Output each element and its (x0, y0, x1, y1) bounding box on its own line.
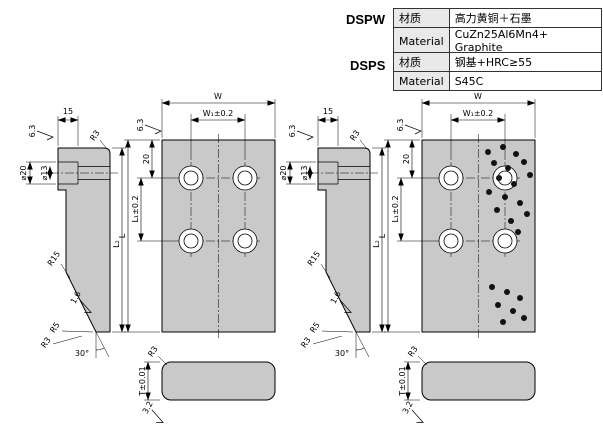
through-hole (183, 170, 199, 186)
dim-thickness-label: T±0.01 (138, 366, 147, 396)
dim-r3-bottom-label: R3 (39, 336, 52, 350)
spec-key: Material (393, 27, 450, 55)
dim-r3-top-label: R3 (88, 129, 101, 143)
spec-value: CuZn25Al6Mn4+ Graphite (448, 27, 602, 55)
front-view (161, 134, 276, 338)
dim-r3-bottomview-label: R3 (146, 345, 159, 359)
graphite-plug-dots (485, 144, 533, 325)
spec-value: S45C (448, 71, 602, 91)
dim-thickness: T±0.01 (138, 361, 160, 401)
through-hole (237, 170, 253, 186)
dim-w: W (161, 92, 276, 138)
spec-table-dspw: 材质 高力黄铜＋石墨 Material CuZn25Al6Mn4+ Graphi… (393, 8, 602, 55)
dim-r15-label: R15 (46, 250, 62, 268)
dim-l2-label: L₂ (112, 240, 121, 248)
dim-dia13: ⌀13 (40, 166, 53, 181)
dim-l-label: L (118, 233, 127, 238)
dim-r5-label: R5 (48, 321, 61, 335)
dim-r3-top: R3 (88, 129, 108, 150)
dim-top20-label: 20 (142, 154, 151, 164)
dim-angle-30: 30° (75, 331, 110, 358)
dim-dia13-label: ⌀13 (40, 166, 49, 181)
surface-finish-63-front-label: 6.3 (136, 119, 145, 132)
spec-value: 高力黄铜＋石墨 (448, 8, 602, 28)
dim-l1-label: L₁±0.2 (131, 195, 140, 222)
side-profile (57, 147, 111, 333)
dim-dia20: ⌀20 (19, 161, 56, 185)
drawing-set-dspw: 15 6.3 ⌀20 ⌀13 R3 (19, 92, 276, 423)
dim-flange-15-label: 15 (63, 107, 73, 116)
dim-flange-15: 15 (57, 107, 79, 146)
dim-w-label: W (214, 92, 222, 101)
surface-finish-63-front: 6.3 (136, 119, 162, 135)
dim-r5: R5 (48, 321, 94, 335)
drawing-set-dsps (279, 92, 535, 425)
spec-key: 材质 (393, 8, 450, 28)
dim-l1: L₁±0.2 (131, 177, 176, 242)
spec-table-dsps: 材质 钢基+HRC≥55 Material S45C (393, 52, 602, 91)
dim-w1-label: W₁±0.2 (203, 109, 234, 118)
dim-dia20-label: ⌀20 (19, 166, 28, 181)
dim-angle-30-label: 30° (75, 349, 89, 358)
dim-r3-bottom: R3 (39, 336, 83, 350)
model-label-dsps: DSPS (350, 58, 386, 73)
surface-finish-63-side: 6.3 (28, 125, 54, 141)
surface-finish-63-side-label: 6.3 (28, 125, 37, 138)
bottom-view (161, 361, 276, 401)
surface-finish-32-label: 3.2 (141, 400, 155, 415)
through-hole (183, 233, 199, 249)
spec-value: 钢基+HRC≥55 (448, 52, 602, 72)
spec-key: Material (393, 71, 450, 91)
dim-l2: L₂ (112, 147, 126, 333)
through-hole (237, 233, 253, 249)
dim-l: L (118, 139, 160, 333)
model-label-dspw: DSPW (346, 12, 385, 27)
surface-finish-32-bottom: 3.2 (141, 400, 164, 423)
side-view (50, 147, 118, 333)
plate-edge (161, 361, 276, 401)
spec-key: 材质 (393, 52, 450, 72)
dim-w1: W₁±0.2 (190, 109, 246, 160)
